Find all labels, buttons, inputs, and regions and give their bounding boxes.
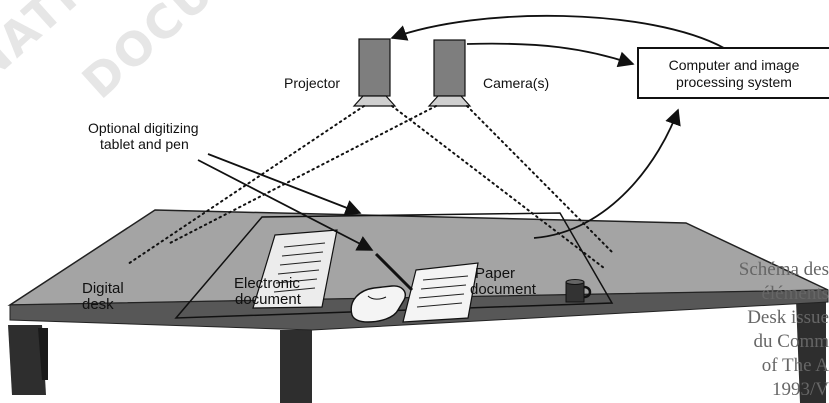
caption-line-5: of The A xyxy=(761,355,829,376)
desk-legs xyxy=(8,300,826,403)
electronic-document-sheet xyxy=(252,229,338,309)
paper-document-label-line2: document xyxy=(470,281,536,298)
caption-line-6: 1993/V xyxy=(772,379,829,400)
computer-label-line1: Computer and image xyxy=(668,57,800,73)
caption-line-4: du Comm xyxy=(753,331,829,352)
figure-caption: Schéma des éléments Desk issue du Comm o… xyxy=(700,258,829,403)
hand-with-pen xyxy=(350,252,414,323)
caption-line-2: éléments xyxy=(761,283,829,304)
arrows xyxy=(197,14,725,251)
caption-line-1: Schéma des xyxy=(738,259,829,280)
paper-document-sheet xyxy=(402,262,479,323)
electronic-document-label-line1: Electronic xyxy=(234,275,300,292)
camera-icon xyxy=(427,39,472,107)
projector-icon xyxy=(352,38,397,107)
camera-label: Camera(s) xyxy=(483,75,550,91)
electronic-document-label-line2: document xyxy=(235,291,301,308)
tablet-label-line2: tablet and pen xyxy=(100,136,189,152)
digital-desk-label-line1: Digital xyxy=(82,280,124,297)
computer-system-box: Computer and image processing system xyxy=(637,47,829,99)
projector-label: Projector xyxy=(284,75,341,91)
coffee-mug xyxy=(565,279,592,303)
projection-area xyxy=(174,212,614,319)
computer-label-line2: processing system xyxy=(676,74,792,90)
paper-document-label-line1: Paper xyxy=(475,265,516,282)
caption-line-3: Desk issue xyxy=(747,307,829,328)
digital-desk-label-line2: desk xyxy=(82,296,114,313)
tablet-label-line1: Optional digitizing xyxy=(88,120,199,136)
